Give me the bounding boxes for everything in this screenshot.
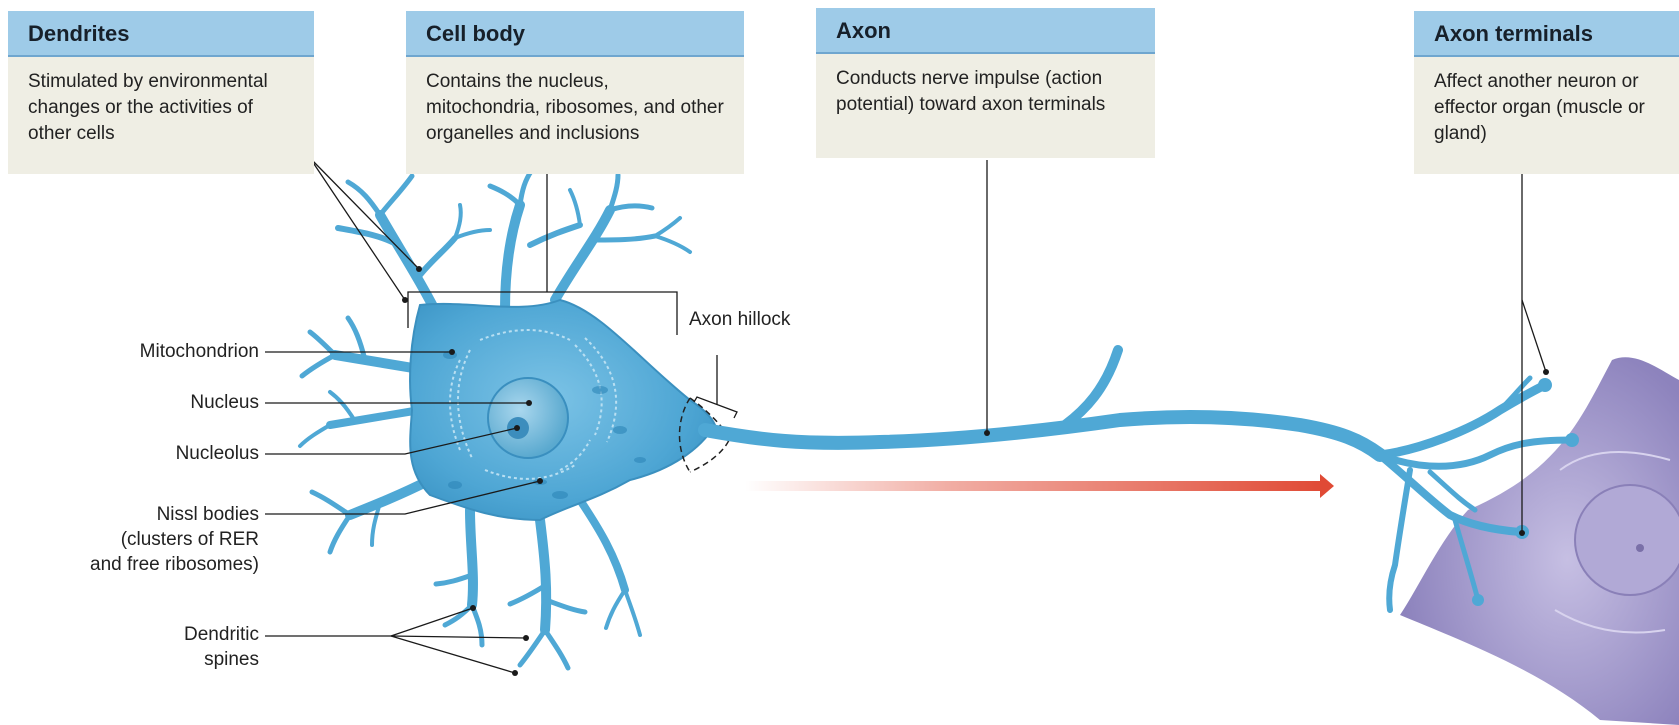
nucleus-shape [488, 378, 568, 458]
axon-title: Axon [816, 8, 1155, 54]
dendrites-panel: Dendrites Stimulated by environmental ch… [8, 11, 314, 174]
spines-line-1: Dendritic [184, 622, 259, 647]
nissl-line-1: Nissl bodies [90, 502, 259, 527]
axon-panel: Axon Conducts nerve impulse (action pote… [816, 8, 1155, 158]
nissl-bodies-label: Nissl bodies (clusters of RER and free r… [90, 502, 259, 577]
impulse-direction-arrow [745, 474, 1334, 498]
cell-body-title: Cell body [406, 11, 744, 57]
axon-description: Conducts nerve impulse (action potential… [816, 54, 1155, 158]
dendritic-spines-label: Dendritic spines [184, 622, 259, 672]
spines-line-2: spines [184, 647, 259, 672]
nucleus-label: Nucleus [190, 390, 259, 415]
axon-terminals-description: Affect another neuron or effector organ … [1414, 57, 1679, 174]
cell-body-description: Contains the nucleus, mitochondria, ribo… [406, 57, 744, 174]
dendrites-description: Stimulated by environmental changes or t… [8, 57, 314, 174]
axon-hillock-label: Axon hillock [689, 307, 790, 332]
mitochondrion-label: Mitochondrion [140, 339, 259, 364]
axon-terminals-panel: Axon terminals Affect another neuron or … [1414, 11, 1679, 174]
target-cell [1400, 357, 1679, 725]
nissl-line-3: and free ribosomes) [90, 552, 259, 577]
nissl-line-2: (clusters of RER [90, 527, 259, 552]
axon-terminals-title: Axon terminals [1414, 11, 1679, 57]
dendrites-title: Dendrites [8, 11, 314, 57]
cell-body-shape [410, 300, 730, 520]
cell-body-panel: Cell body Contains the nucleus, mitochon… [406, 11, 744, 174]
nucleolus-label: Nucleolus [176, 441, 259, 466]
